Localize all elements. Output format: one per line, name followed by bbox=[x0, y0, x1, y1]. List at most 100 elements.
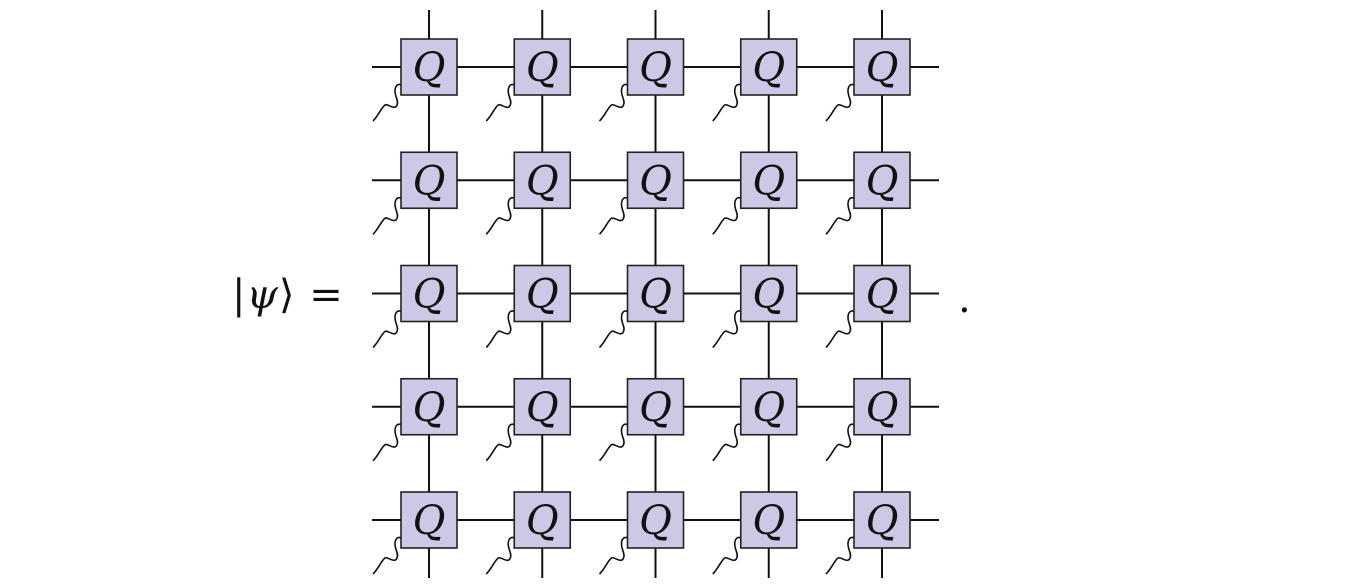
tensor-label: Q bbox=[752, 45, 785, 91]
tensor-label: Q bbox=[639, 385, 672, 431]
physical-leg bbox=[372, 536, 402, 575]
tensor-label: Q bbox=[752, 272, 785, 318]
ket-bar: | bbox=[232, 272, 247, 318]
tensor-box bbox=[626, 377, 685, 436]
tensor-box bbox=[853, 151, 911, 210]
tensor-node: Q bbox=[825, 38, 911, 122]
physical-leg bbox=[598, 536, 628, 575]
tensor-node: Q bbox=[825, 151, 911, 235]
tensor-label: Q bbox=[639, 158, 672, 204]
tensor-box bbox=[739, 38, 798, 96]
tensor-box bbox=[853, 377, 911, 436]
tensor-label: Q bbox=[526, 45, 559, 91]
physical-leg bbox=[372, 196, 402, 235]
tensor-node: Q bbox=[372, 151, 458, 235]
tensor-node: Q bbox=[825, 377, 911, 462]
physical-leg bbox=[712, 83, 742, 122]
tensor-box bbox=[400, 151, 458, 210]
tensor-box bbox=[739, 377, 798, 436]
tensor-label: Q bbox=[866, 45, 899, 91]
physical-leg bbox=[598, 310, 628, 349]
tensor-box bbox=[739, 264, 798, 323]
tensor-box bbox=[400, 38, 458, 96]
physical-leg bbox=[825, 310, 855, 349]
tensor-label: Q bbox=[526, 385, 559, 431]
tensor-node: Q bbox=[485, 264, 572, 349]
physical-leg bbox=[485, 423, 515, 462]
tensor-node: Q bbox=[825, 264, 911, 349]
tensor-label: Q bbox=[639, 272, 672, 318]
tensor-box bbox=[853, 491, 911, 549]
physical-leg bbox=[825, 196, 855, 235]
psi-symbol: ψ bbox=[246, 272, 279, 318]
state-lhs: |ψ⟩ = bbox=[232, 272, 344, 318]
tensor-node: Q bbox=[712, 377, 798, 462]
physical-leg bbox=[372, 83, 402, 122]
tensor-label: Q bbox=[413, 498, 446, 544]
tensor-box bbox=[513, 491, 572, 549]
physical-leg bbox=[825, 423, 855, 462]
tensor-node: Q bbox=[485, 151, 572, 235]
tensor-node: Q bbox=[712, 38, 798, 122]
tensor-label: Q bbox=[866, 158, 899, 204]
period-mark: . bbox=[958, 276, 971, 322]
equals-sign: = bbox=[309, 272, 344, 318]
tensor-box bbox=[400, 264, 458, 323]
tensor-node: Q bbox=[712, 151, 798, 235]
tensor-label: Q bbox=[752, 385, 785, 431]
tensor-label: Q bbox=[413, 45, 446, 91]
tensor-label: Q bbox=[639, 45, 672, 91]
tensor-box bbox=[626, 151, 685, 210]
tensor-node: Q bbox=[712, 491, 798, 575]
physical-leg bbox=[372, 423, 402, 462]
tensor-label: Q bbox=[866, 385, 899, 431]
tensor-box bbox=[739, 491, 798, 549]
tensor-node: Q bbox=[825, 491, 911, 575]
tensor-node: Q bbox=[372, 491, 458, 575]
tensor-box bbox=[739, 151, 798, 210]
tensor-label: Q bbox=[639, 498, 672, 544]
tensor-box bbox=[513, 264, 572, 323]
tensor-box bbox=[853, 264, 911, 323]
tensor-node: Q bbox=[485, 377, 572, 462]
tensor-node: Q bbox=[598, 377, 685, 462]
tensor-node: Q bbox=[372, 38, 458, 122]
tensor-box bbox=[513, 377, 572, 436]
tensor-node: Q bbox=[598, 38, 685, 122]
tensor-node: Q bbox=[598, 151, 685, 235]
tensor-label: Q bbox=[526, 272, 559, 318]
tensor-label: Q bbox=[866, 272, 899, 318]
tensor-node: Q bbox=[598, 264, 685, 349]
tensor-node: Q bbox=[372, 264, 458, 349]
physical-leg bbox=[712, 536, 742, 575]
tensor-box bbox=[626, 491, 685, 549]
tensor-box bbox=[513, 38, 572, 96]
physical-leg bbox=[825, 83, 855, 122]
tensor-node: Q bbox=[598, 491, 685, 575]
ket-angle: ⟩ bbox=[278, 272, 296, 318]
physical-leg bbox=[598, 423, 628, 462]
tensor-box bbox=[626, 38, 685, 96]
physical-leg bbox=[485, 83, 515, 122]
tensor-label: Q bbox=[526, 498, 559, 544]
tensor-box bbox=[853, 38, 911, 96]
tensor-label: Q bbox=[413, 272, 446, 318]
tensor-box bbox=[513, 151, 572, 210]
physical-leg bbox=[825, 536, 855, 575]
tensor-label: Q bbox=[866, 498, 899, 544]
tensor-box bbox=[400, 377, 458, 436]
tensor-box bbox=[400, 491, 458, 549]
physical-leg bbox=[712, 423, 742, 462]
physical-leg bbox=[598, 196, 628, 235]
tensor-label: Q bbox=[526, 158, 559, 204]
tensor-node: Q bbox=[372, 377, 458, 462]
tensor-node: Q bbox=[485, 491, 572, 575]
physical-leg bbox=[598, 83, 628, 122]
tensor-node: Q bbox=[485, 38, 572, 122]
tensor-label: Q bbox=[413, 385, 446, 431]
physical-leg bbox=[712, 196, 742, 235]
physical-leg bbox=[485, 536, 515, 575]
tensor-box bbox=[626, 264, 685, 323]
physical-leg bbox=[372, 310, 402, 349]
